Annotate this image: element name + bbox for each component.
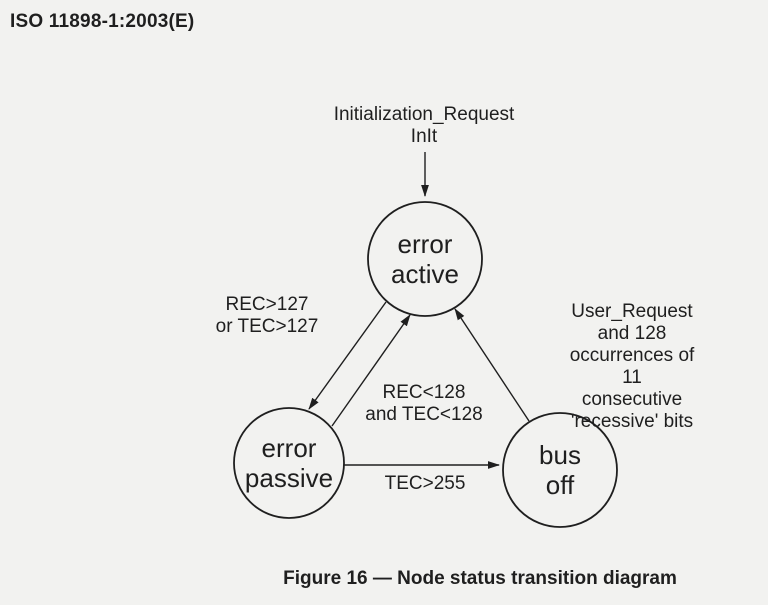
arrow-error-active-to-error-passive — [308, 301, 387, 410]
arrow-error-passive-to-error-active — [331, 314, 411, 427]
state-circle-error-active — [367, 201, 483, 317]
state-circle-bus-off — [502, 412, 618, 528]
label-rec-gt-127: REC>127 or TEC>127 — [215, 294, 319, 337]
label-user-request: User_Request and 128 occurrences of 11 c… — [569, 301, 695, 432]
state-label-error-passive: error passive — [244, 433, 334, 493]
document-title: ISO 11898-1:2003(E) — [10, 11, 195, 32]
state-label-bus-off: bus off — [539, 440, 581, 500]
label-tec-gt-255: TEC>255 — [384, 473, 466, 494]
label-initialization-request: Initialization_Request InIt — [333, 104, 515, 147]
state-circle-error-passive — [233, 407, 345, 519]
state-label-error-active: error active — [391, 229, 459, 289]
label-rec-lt-128: REC<128 and TEC<128 — [365, 382, 483, 425]
figure-caption: Figure 16 — Node status transition diagr… — [283, 568, 677, 589]
arrow-bus-off-to-error-active — [454, 308, 530, 422]
